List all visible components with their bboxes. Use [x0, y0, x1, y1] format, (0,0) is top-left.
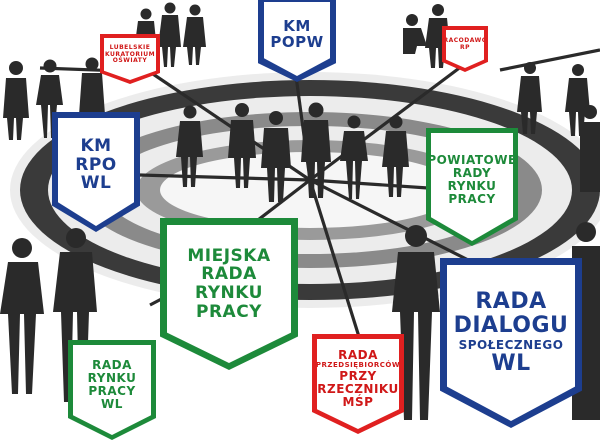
person-silhouette	[301, 102, 331, 198]
badge-label: KM	[283, 16, 311, 35]
km-rpo-wl-badge: KM RPO WL	[52, 112, 140, 232]
badge-label: RYNKU	[447, 179, 497, 193]
badge-label: PRACY	[196, 301, 262, 322]
rada-dialogu-spolecznego-badge: RADA DIALOGU SPOŁECZNEGO WL	[440, 258, 582, 428]
powiatowe-rady-rynku-pracy-badge: POWIATOWE RADY RYNKU PRACY	[426, 128, 518, 246]
badge-label: KM	[80, 135, 112, 156]
badge-label: RPO	[75, 154, 117, 175]
km-popw-badge: KM POPW	[258, 0, 336, 82]
badge-label: OŚWIATY	[112, 57, 148, 65]
badge-label: WL	[101, 397, 123, 412]
badge-label: KURATORIUM	[104, 50, 156, 58]
badge-label: PRZY	[339, 368, 377, 383]
person-silhouette	[392, 225, 440, 420]
badge-label: RADA	[92, 357, 132, 372]
person-silhouette	[261, 111, 291, 202]
person-silhouette	[0, 238, 44, 394]
person-silhouette	[36, 59, 63, 138]
person-silhouette	[183, 4, 206, 65]
badge-label: POWIATOWE	[427, 152, 517, 167]
badge-label: RADA	[475, 289, 547, 315]
badge-label: RP	[459, 44, 471, 51]
badge-label: RADA	[201, 264, 257, 285]
person-silhouette	[176, 105, 203, 187]
rada-rynku-pracy-wl-badge: RADA RYNKU PRACY WL	[68, 340, 156, 440]
miejska-rada-rynku-pracy-badge: MIEJSKA RADA RYNKU PRACY	[160, 218, 298, 370]
person-silhouette	[158, 2, 181, 67]
badge-label: SPOŁECZNEGO	[458, 337, 564, 352]
person-silhouette	[580, 105, 600, 192]
badge-label: RADA	[338, 347, 378, 362]
person-silhouette	[228, 103, 256, 188]
pracodawcy-rp-badge: PRACODAWCY RP	[442, 26, 488, 72]
person-silhouette	[565, 64, 590, 136]
rada-przedsiebiorcow-badge: RADA PRZEDSIĘBIORCÓW PRZY RZECZNIKU MŚP	[312, 334, 404, 434]
badge-label: RYNKU	[195, 283, 263, 303]
badge-label: WL	[80, 173, 112, 194]
person-silhouette	[340, 115, 368, 199]
badge-label: PRZEDSIĘBIORCÓW	[315, 360, 401, 369]
badge-label: RYNKU	[87, 370, 137, 385]
badge-label: PRACY	[88, 384, 136, 398]
person-silhouette	[403, 14, 427, 54]
badge-label: WL	[491, 350, 531, 376]
person-silhouette	[517, 62, 542, 134]
person-silhouette	[3, 61, 29, 140]
badge-label: PRACODAWCY	[438, 37, 492, 45]
badge-label: LUBELSKIE	[109, 44, 151, 52]
lubelskie-kuratorium-oswiaty-badge: LUBELSKIE KURATORIUM OŚWIATY	[100, 34, 160, 84]
badge-label: POPW	[270, 33, 324, 51]
person-silhouette	[382, 115, 409, 197]
badge-label: DIALOGU	[453, 313, 569, 339]
badge-label: MIEJSKA	[187, 245, 271, 266]
badge-label: RZECZNIKU	[317, 381, 399, 396]
badge-label: RADY	[452, 165, 492, 180]
badge-label: MŚP	[342, 395, 374, 410]
badge-label: PRACY	[448, 192, 496, 207]
